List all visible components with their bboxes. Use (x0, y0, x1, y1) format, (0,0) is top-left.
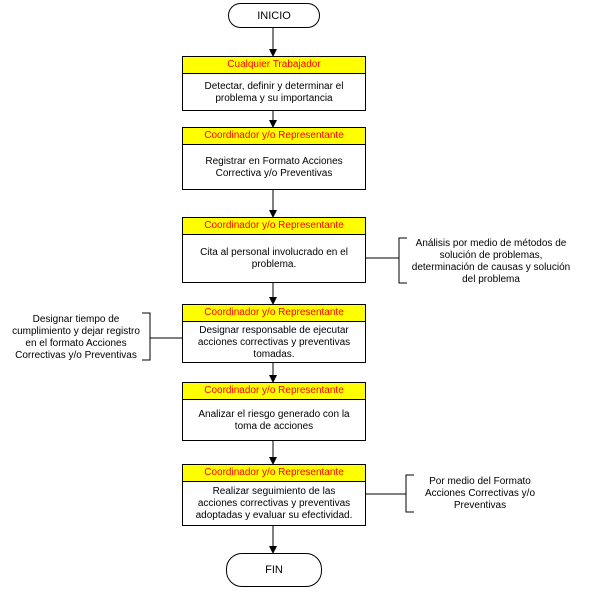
step-text-line: Realizar seguimiento de las (212, 486, 336, 497)
step-text-line: Registrar en Formato Acciones (205, 155, 343, 167)
process-step-2: Coordinador y/o Representante Registrar … (182, 127, 366, 190)
process-step-6: Coordinador y/o Representante Realizar s… (182, 464, 366, 526)
step-text-line: Cita al personal involucrado en el (200, 247, 348, 258)
annotation-line: del problema (462, 274, 520, 285)
step-description: Analizar el riesgo generado con la toma … (183, 400, 365, 441)
annotation-line: cumplimiento y dejar registro (12, 326, 140, 337)
step-role: Coordinador y/o Representante (183, 305, 365, 322)
step-role: Coordinador y/o Representante (183, 128, 365, 145)
annotation-analysis: Análisis por medio de métodos de solució… (402, 238, 580, 286)
step-text-line: Correctiva y/o Preventivas (215, 167, 333, 179)
step-text-line: problema y su importancia (215, 92, 333, 104)
note-bracket (398, 237, 407, 284)
annotation-deadline: Designar tiempo de cumplimiento y dejar … (6, 314, 146, 362)
annotation-line: Análisis por medio de métodos de (415, 238, 567, 249)
step-role: Cualquier Trabajador (183, 57, 365, 74)
step-description: Realizar seguimiento de las acciones cor… (183, 482, 365, 526)
annotation-line: determinación de causas y solución (411, 262, 571, 273)
annotation-line: Preventivas (453, 500, 507, 511)
step-text-line: Analizar el riesgo generado con la (198, 408, 350, 420)
annotation-format: Por medio del Formato Acciones Correctiv… (410, 476, 550, 512)
annotation-line: solución de problemas, (439, 250, 543, 261)
note-bracket (405, 474, 414, 513)
step-text-line: acciones correctivas y preventivas (197, 498, 351, 509)
end-label: FIN (265, 564, 283, 576)
step-role: Coordinador y/o Representante (183, 383, 365, 400)
start-label: INICIO (257, 9, 291, 22)
step-text-line: toma de acciones (234, 420, 314, 432)
step-text-line: acciones correctivas y preventivas (197, 336, 351, 348)
annotation-line: en el formato Acciones (25, 338, 127, 349)
step-description: Designar responsable de ejecutar accione… (183, 322, 365, 363)
step-text-line: problema. (251, 259, 297, 270)
process-step-4: Coordinador y/o Representante Designar r… (182, 304, 366, 363)
step-text-line: adoptadas y evaluar su efectividad. (195, 510, 353, 521)
step-description: Detectar, definir y determinar el proble… (183, 74, 365, 111)
process-step-3: Coordinador y/o Representante Cita al pe… (182, 217, 366, 283)
step-text-line: Designar responsable de ejecutar (199, 324, 349, 336)
step-text-line: Detectar, definir y determinar el (204, 80, 344, 92)
start-terminal: INICIO (228, 3, 320, 28)
note-bracket (142, 312, 151, 361)
step-text-line: tomadas. (253, 348, 295, 360)
step-description: Cita al personal involucrado en el probl… (183, 235, 365, 283)
annotation-line: Designar tiempo de (32, 314, 120, 325)
end-terminal: FIN (226, 553, 322, 587)
annotation-line: Correctivas y/o Preventivas (15, 350, 137, 361)
process-step-1: Cualquier Trabajador Detectar, definir y… (182, 56, 366, 111)
annotation-line: Acciones Correctivas y/o (424, 488, 536, 499)
annotation-line: Por medio del Formato (429, 476, 531, 487)
step-role: Coordinador y/o Representante (183, 465, 365, 482)
step-description: Registrar en Formato Acciones Correctiva… (183, 145, 365, 190)
process-step-5: Coordinador y/o Representante Analizar e… (182, 382, 366, 441)
step-role: Coordinador y/o Representante (183, 218, 365, 235)
